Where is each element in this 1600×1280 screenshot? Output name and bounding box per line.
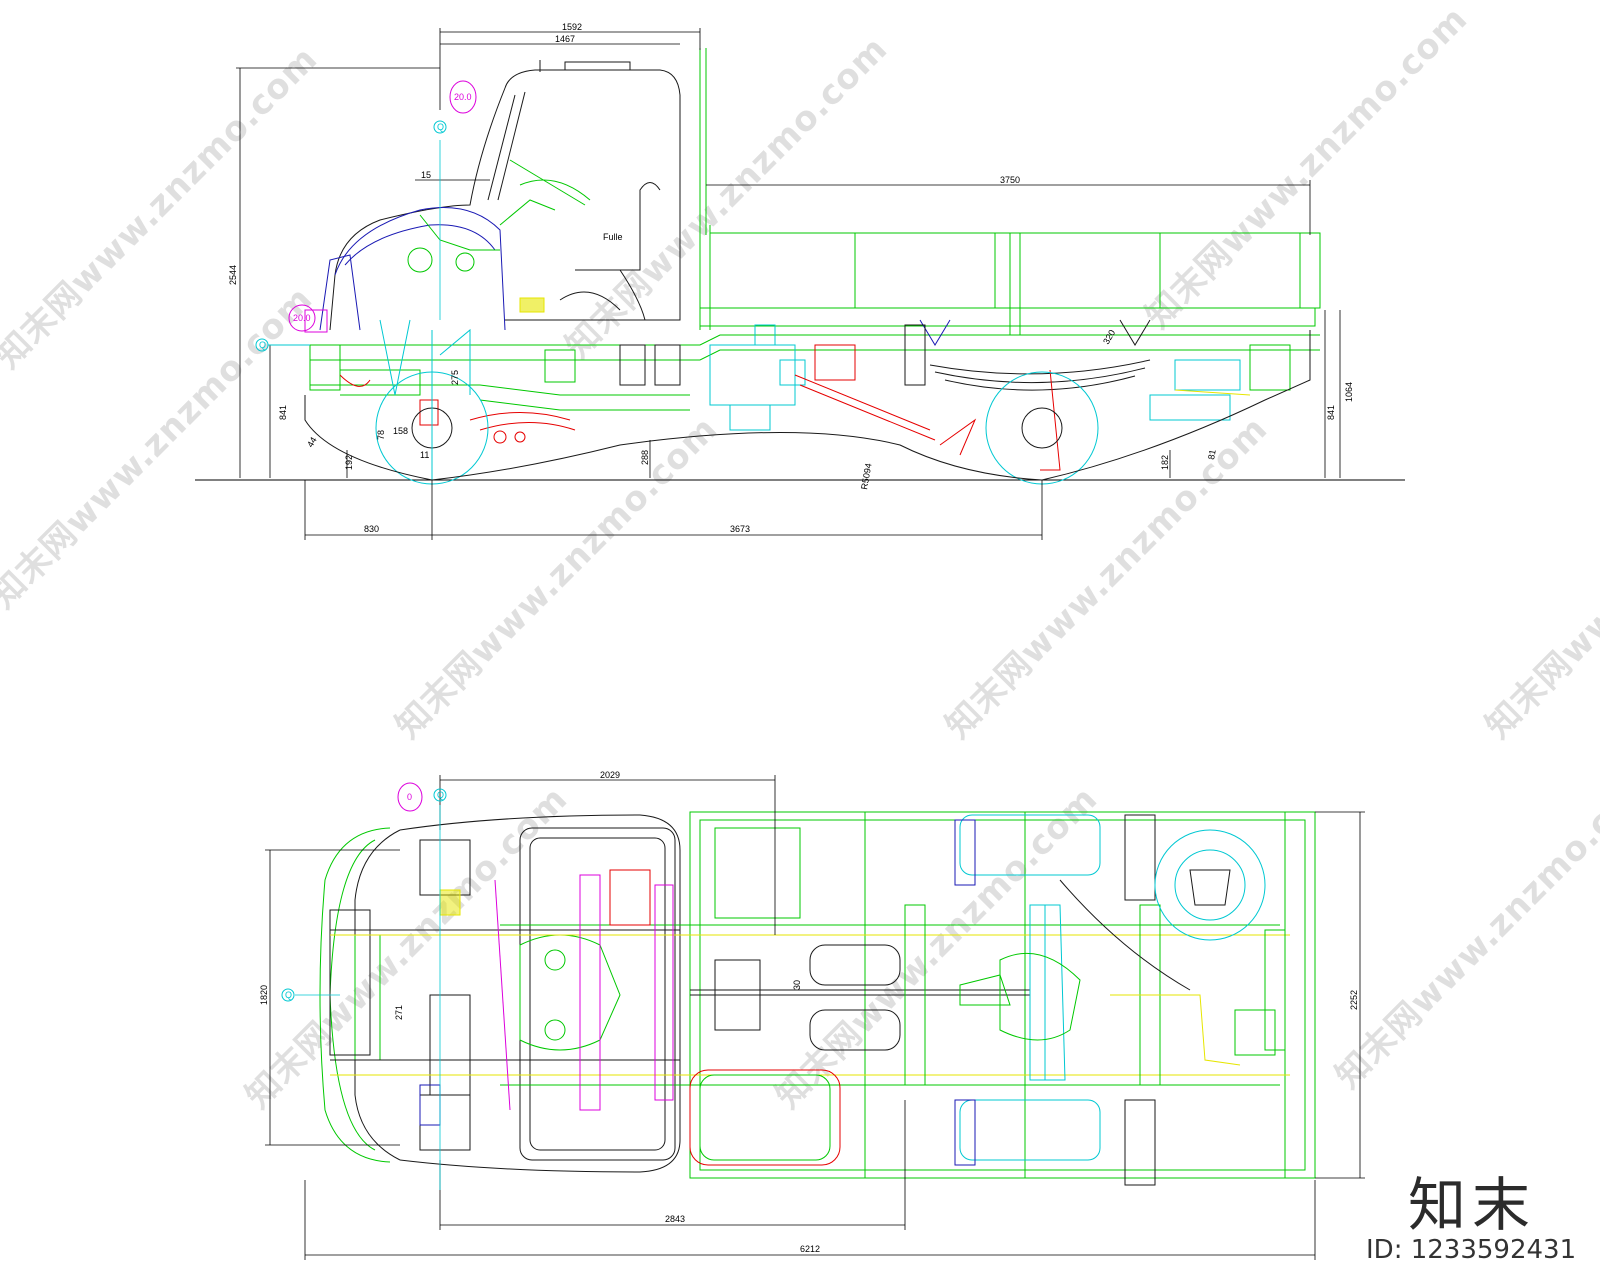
watermark: 知末网www.znzmo.com	[768, 779, 1106, 1117]
callout-2: 20.0	[293, 313, 311, 323]
callout-4: Q	[259, 340, 266, 350]
dim-11: 11	[420, 450, 429, 460]
image-id: ID: 1233592431	[1366, 1235, 1577, 1265]
top-view: 2029 1820 2252 2843 6212 271 30 0 Q Q	[259, 770, 1365, 1260]
dim-r5094: R5094	[859, 462, 873, 490]
dim-30: 30	[792, 980, 802, 990]
side-dimensions	[236, 28, 1341, 540]
watermark: 知末网www.znzmo.com	[1478, 409, 1600, 747]
dim-2544: 2544	[228, 265, 238, 285]
top-callouts: 0 Q Q	[281, 782, 447, 1002]
callout-3: Q	[437, 122, 444, 132]
top-tanks	[689, 827, 901, 1166]
dim-192: 192	[344, 455, 354, 470]
dim-1820: 1820	[259, 985, 269, 1005]
dim-6212: 6212	[800, 1244, 820, 1254]
dim-841-right: 841	[1326, 405, 1336, 420]
top-drive-shaft	[690, 974, 1030, 1006]
top-spare-wheel	[1154, 829, 1266, 941]
callout-1: 20.0	[454, 92, 472, 102]
side-callouts: 20.0 20.0 Q Q	[255, 80, 477, 352]
dim-1592: 1592	[562, 22, 582, 32]
dim-81: 81	[1206, 449, 1218, 461]
dim-830: 830	[364, 524, 379, 534]
dim-841-left: 841	[278, 405, 288, 420]
underbody-arc	[304, 330, 1311, 481]
top-rear-parts	[1059, 879, 1286, 1066]
dim-15: 15	[421, 170, 431, 180]
watermark: 知末网www.znzmo.com	[1328, 759, 1600, 1097]
dim-44: 44	[305, 435, 319, 449]
front-wheel	[375, 330, 489, 485]
dim-275: 275	[450, 370, 460, 385]
label-fill: Fulle	[603, 232, 623, 242]
dim-158: 158	[393, 426, 408, 436]
top-dimensions	[265, 775, 1365, 1260]
top-cab	[354, 814, 681, 1173]
dim-2252: 2252	[1349, 990, 1359, 1010]
dim-182: 182	[1160, 455, 1170, 470]
dim-3673: 3673	[730, 524, 750, 534]
dim-320: 320	[1101, 328, 1117, 346]
rear-suspension	[904, 319, 1291, 485]
watermark: 知末网www.znzmo.com	[1138, 0, 1476, 336]
callout-top-3: Q	[285, 990, 292, 1000]
dim-78: 78	[376, 430, 386, 440]
top-front-axle	[329, 839, 680, 1151]
callout-top-2: Q	[437, 790, 444, 800]
front-end	[319, 159, 591, 331]
dim-1064: 1064	[1344, 382, 1354, 402]
dim-2029: 2029	[600, 770, 620, 780]
watermark: 知末网www.znzmo.com	[558, 29, 896, 367]
cargo-box	[699, 48, 1321, 335]
watermark: 知末网www.znzmo.com	[938, 409, 1276, 747]
brand-logo: 知末	[1408, 1171, 1537, 1239]
callout-top-1: 0	[407, 792, 412, 802]
dim-288: 288	[640, 450, 650, 465]
dim-2843: 2843	[665, 1214, 685, 1224]
dim-3750: 3750	[1000, 175, 1020, 185]
dim-1467: 1467	[555, 34, 575, 44]
transmission	[709, 324, 936, 441]
dim-271: 271	[394, 1005, 404, 1020]
